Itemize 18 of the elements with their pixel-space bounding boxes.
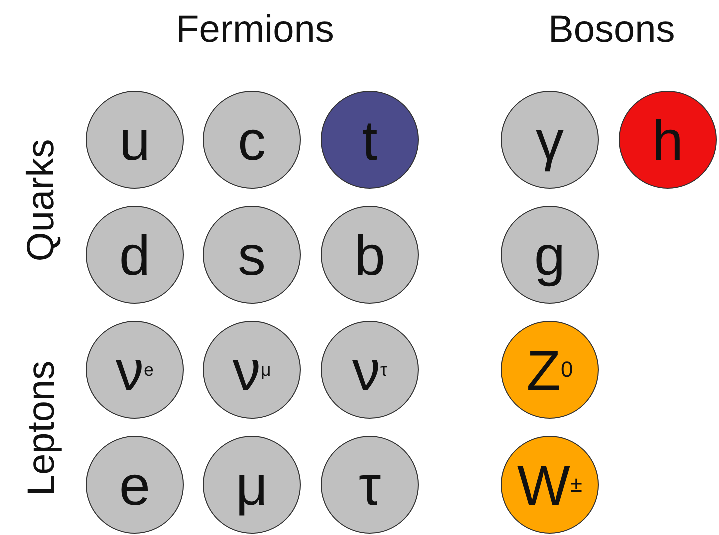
particle-circle: s [203, 206, 301, 304]
group-heading: Fermions [176, 8, 334, 52]
particle-circle: g [501, 206, 599, 304]
particle-circle: b [321, 206, 419, 304]
particle-circle: t [321, 91, 419, 189]
particle-circle: u [86, 91, 184, 189]
particle-circle: γ [501, 91, 599, 189]
particle-circle: d [86, 206, 184, 304]
particle-circle: μ [203, 436, 301, 534]
particle-circle: e [86, 436, 184, 534]
particle-circle: W$^{±}$ [501, 436, 599, 534]
particle-circle: h [619, 91, 717, 189]
particle-circle: Z$^{0}$ [501, 321, 599, 419]
particle-circle: c [203, 91, 301, 189]
group-heading: Bosons [548, 8, 676, 52]
row-heading: Quarks [20, 138, 64, 262]
row-heading: Leptons [20, 360, 64, 496]
particle-circle: τ [321, 436, 419, 534]
